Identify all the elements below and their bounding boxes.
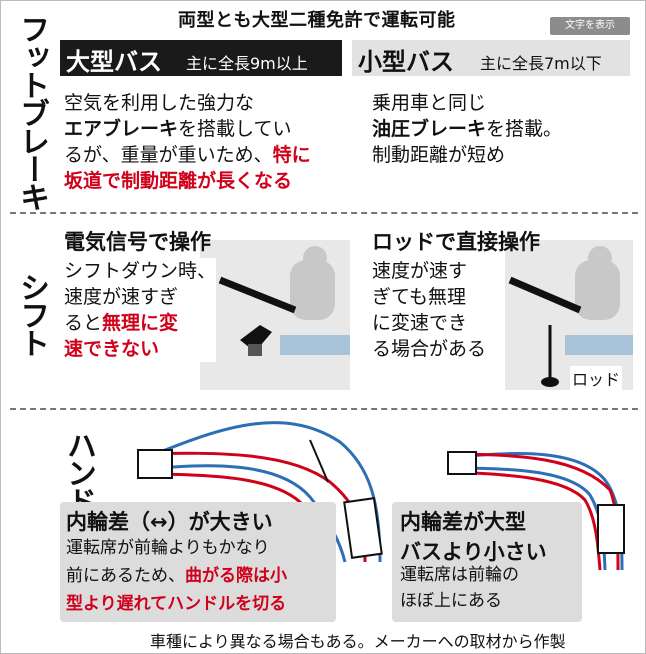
steer-small-box (392, 502, 582, 622)
small-bus-turn-diagram (447, 451, 625, 571)
small-bus-length: 主に全長7m以下 (480, 54, 602, 73)
big-bus-length: 主に全長9m以上 (186, 54, 308, 73)
shift-small-heading: ロッドで直接操作 (372, 230, 540, 254)
steer-big-box (60, 502, 336, 622)
shift-big-text: シフトダウン時、 速度が速すぎ ると無理に変 速できない (64, 258, 217, 362)
steer-small-text: 運転席は前輪の ほぼ上にある (400, 565, 519, 611)
shift-big-heading: 電気信号で操作 (64, 230, 211, 254)
steer-big-text: 運転席が前輪よりもかなり 前にあるため、曲がる際は小 型より遅れてハンドルを切る (66, 538, 287, 614)
footnote: 車種により異なる場合もある。メーカーへの取材から作製 (150, 632, 566, 651)
show-text-button[interactable]: 文字を表示 (550, 17, 630, 35)
small-bus-name: 小型バス (358, 48, 454, 76)
row-label-brake: フットブレーキ (14, 14, 49, 210)
page-title: 両型とも大型二種免許で運転可能 (178, 10, 456, 31)
divider-1 (10, 212, 638, 214)
steer-small-heading: 内輪差が大型 バスより小さい (400, 510, 547, 564)
brake-small-text: 乗用車と同じ 油圧ブレーキを搭載。 制動距離が短め (372, 92, 563, 166)
divider-2 (10, 408, 638, 410)
steer-big-heading: 内輪差（↔）が大きい (66, 510, 273, 534)
small-bus-header: 小型バス 主に全長7m以下 (352, 40, 630, 76)
rod-label: ロッド (570, 366, 623, 390)
big-bus-driver-illustration (200, 240, 350, 390)
big-bus-turn-diagram (137, 421, 383, 563)
big-bus-name: 大型バス (66, 48, 162, 76)
brake-big-text: 空気を利用した強力な エアブレーキを搭載してい るが、重量が重いため、特に 坂道… (64, 92, 311, 192)
shift-small-text: 速度が速す ぎても無理 に変速でき る場合がある (372, 258, 487, 362)
small-bus-driver-illustration (505, 240, 633, 390)
row-label-shift: シフト (14, 272, 49, 356)
big-bus-header: 大型バス 主に全長9m以上 (60, 40, 342, 76)
